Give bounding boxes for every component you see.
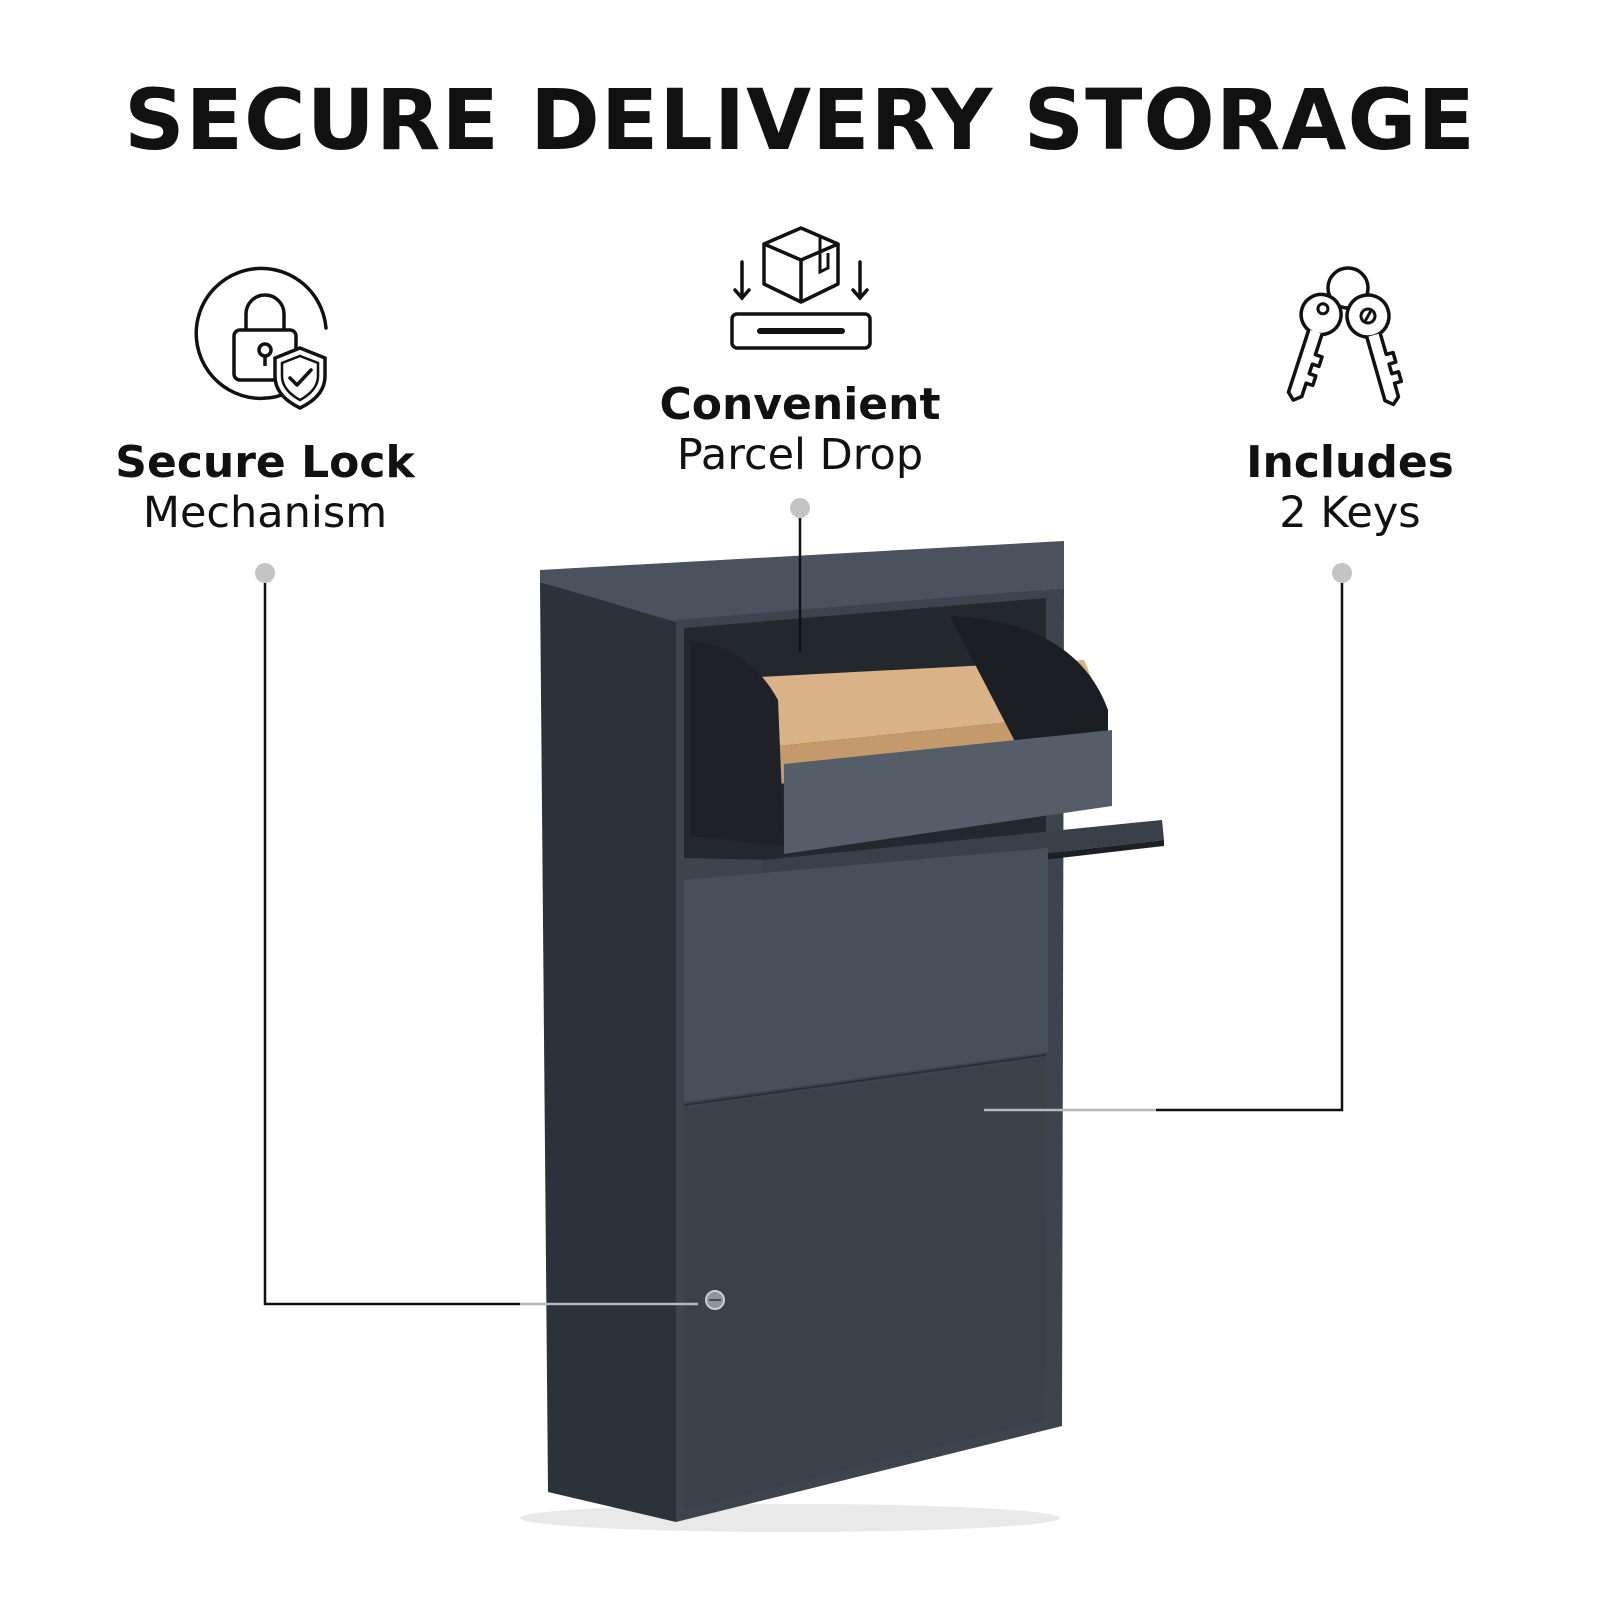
cabinet-side — [540, 582, 676, 1522]
feature-title: Includes — [1246, 437, 1454, 488]
floor-shadow — [520, 1504, 1060, 1532]
parcel-drop-icon — [730, 226, 872, 350]
drawer-front — [784, 730, 1112, 854]
feature-title: Secure Lock — [115, 437, 415, 488]
callout-dot-keys — [1332, 563, 1352, 583]
cabinet-top — [540, 541, 1064, 622]
callout-line-keys — [1156, 583, 1344, 1112]
feature-title: Convenient — [659, 379, 941, 430]
callout-dot-lock — [255, 563, 275, 583]
feature-subtitle: 2 Keys — [1279, 487, 1421, 538]
upper-door-panel — [684, 848, 1048, 1102]
feature-secure-lock: Secure Lock Mechanism — [100, 437, 430, 538]
drawer-left-flap — [690, 640, 784, 846]
feature-parcel-drop: Convenient Parcel Drop — [620, 379, 980, 480]
callout-dot-drop — [790, 498, 810, 518]
lower-door-panel — [684, 1058, 1046, 1510]
callout-line-lock — [263, 583, 520, 1306]
keys-icon — [1286, 266, 1404, 407]
feature-subtitle: Mechanism — [142, 487, 388, 538]
page-title: SECURE DELIVERY STORAGE — [124, 71, 1476, 169]
lock-shield-icon — [194, 266, 328, 410]
feature-subtitle: Parcel Drop — [676, 429, 924, 480]
feature-keys: Includes 2 Keys — [1190, 437, 1510, 538]
